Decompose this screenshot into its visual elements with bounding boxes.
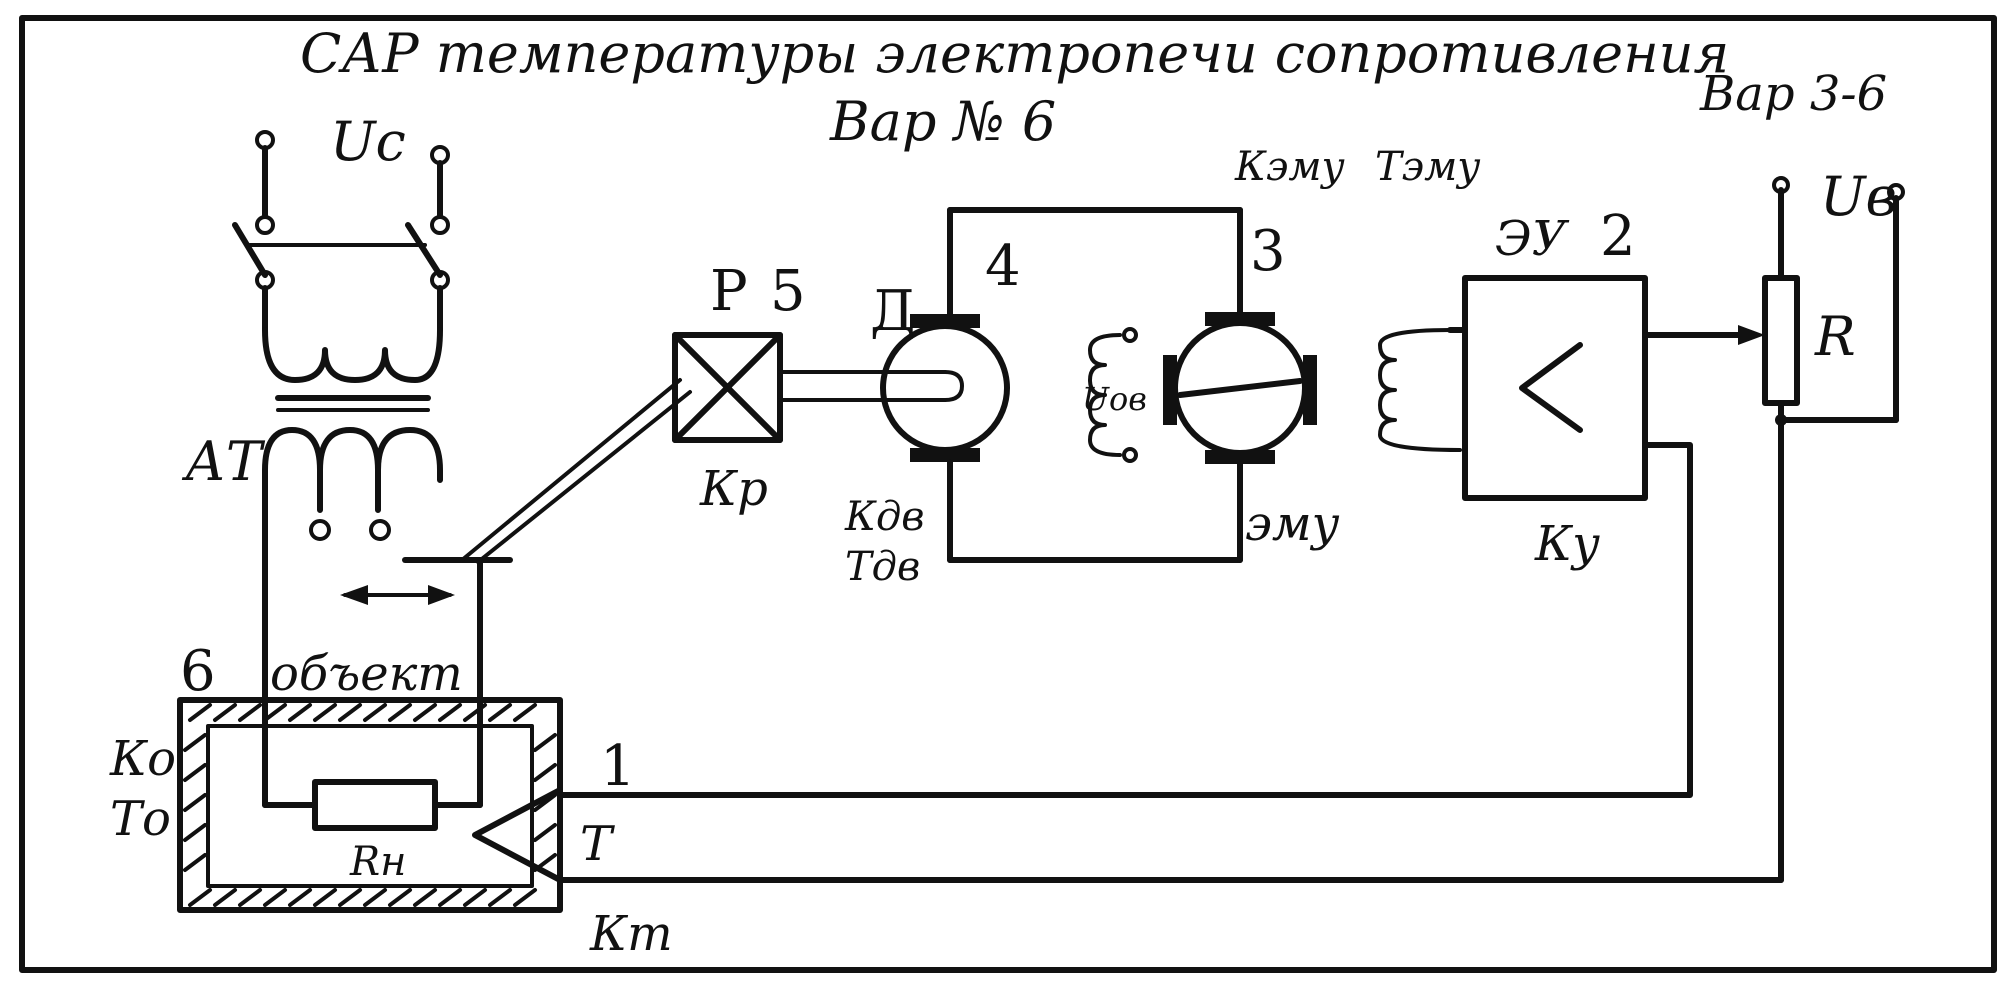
- sensor-label: Т: [580, 816, 615, 872]
- sensor-gain-label: Кт: [589, 906, 673, 962]
- object-gain-label: Ко: [109, 731, 176, 787]
- variant-range-label: Вар 3-6: [1699, 66, 1887, 122]
- amplifier-label: ЭУ: [1495, 211, 1570, 267]
- emu-label: эму: [1245, 496, 1340, 552]
- field-winding: [1088, 327, 1138, 463]
- object-number: 6: [180, 639, 216, 704]
- heater-label: Rн: [349, 839, 406, 885]
- motor-gain-label: Кдв: [844, 494, 925, 540]
- emu-gain-label: Кэму: [1234, 144, 1346, 190]
- furnace-object: [177, 557, 563, 913]
- reducer-label: Р: [710, 259, 748, 324]
- emu-control-winding: [1378, 328, 1462, 452]
- autotransformer: [262, 327, 513, 723]
- motor: [878, 207, 1010, 563]
- amplifier-gain-label: Ку: [1534, 516, 1600, 572]
- reducer: [672, 332, 947, 443]
- emu-time-label: Тэму: [1375, 144, 1481, 190]
- feedback-wire-upper: [557, 442, 1693, 798]
- reducer-number: 5: [770, 259, 806, 324]
- field-voltage-label: Uов: [1082, 380, 1147, 418]
- supply-voltage-label: Uc: [330, 110, 406, 173]
- emu-number: 3: [1250, 219, 1286, 284]
- potentiometer: [1762, 176, 1905, 883]
- motor-time-label: Тдв: [845, 544, 920, 590]
- autotransformer-label: АТ: [181, 430, 266, 493]
- potentiometer-label: R: [1814, 305, 1856, 368]
- emu-generator: [1163, 207, 1317, 563]
- object-time-label: То: [110, 791, 171, 847]
- motor-label: Д: [870, 279, 916, 344]
- sensor-number: 1: [600, 734, 636, 799]
- amplifier: [1462, 275, 1648, 501]
- amplifier-number: 2: [1600, 204, 1636, 269]
- outer-frame: [19, 15, 1997, 973]
- variant-label: Вар № 6: [829, 90, 1056, 153]
- supply-switch: [232, 130, 450, 333]
- object-label: объект: [270, 646, 463, 702]
- reducer-gain-label: Кр: [699, 461, 768, 517]
- diagram-title: САР температуры электропечи сопротивлени…: [300, 22, 1729, 85]
- motor-number: 4: [985, 234, 1021, 299]
- reference-voltage-label: Uв: [1820, 165, 1897, 228]
